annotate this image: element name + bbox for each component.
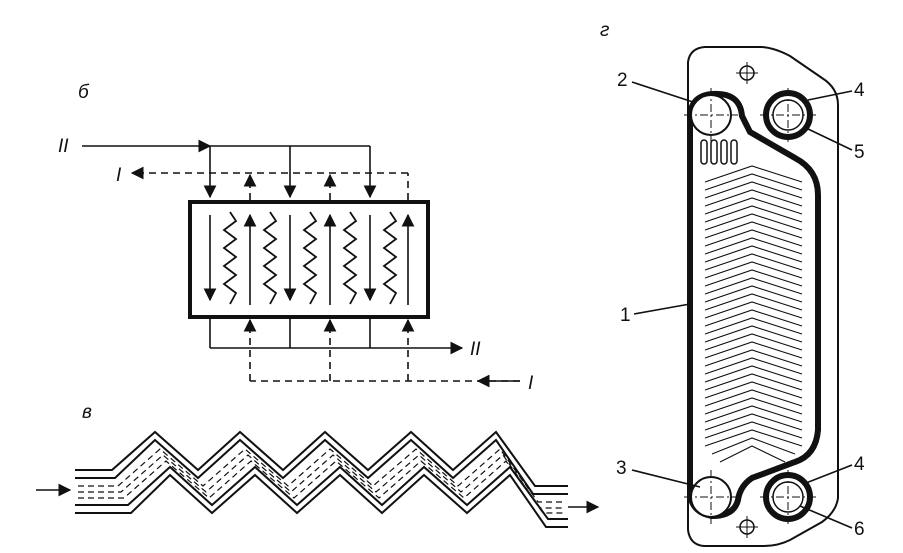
- callout-4-top: 4: [854, 80, 865, 101]
- chevron-line: [704, 221, 803, 239]
- chevron-line: [704, 357, 803, 375]
- chevron-line: [704, 381, 803, 399]
- chevron-line: [704, 245, 803, 263]
- port-top-left: [684, 88, 738, 142]
- chevron-line: [704, 253, 803, 271]
- chevron-line: [704, 229, 803, 247]
- chevron-line: [719, 445, 786, 463]
- distribution-slot: [700, 139, 708, 165]
- plate-outline: [687, 46, 839, 547]
- chevron-line: [704, 429, 803, 447]
- leader-line-6: [799, 505, 853, 529]
- chevron-line: [704, 349, 803, 367]
- leader-line-3: [631, 469, 701, 488]
- leader-line-2: [631, 81, 697, 104]
- chevron-line: [704, 325, 803, 343]
- panel-v-label: в: [82, 402, 92, 423]
- zigzag-plate: [302, 211, 318, 305]
- chevron-line: [704, 181, 803, 199]
- chevron-line: [704, 413, 803, 431]
- chevron-line: [704, 405, 803, 423]
- chevron-line: [704, 397, 803, 415]
- chevron-line: [704, 333, 803, 351]
- chevron-line: [704, 285, 803, 303]
- exchanger-box: [188, 200, 430, 319]
- distribution-slot: [730, 139, 738, 165]
- chevron-line: [704, 421, 803, 439]
- chevron-line: [704, 261, 803, 279]
- callout-2: 2: [617, 70, 628, 91]
- stream-i-outlet-label: I: [116, 165, 122, 186]
- chevron-line: [704, 269, 803, 287]
- chevron-line: [704, 189, 803, 207]
- chevron-line: [704, 389, 803, 407]
- chevron-line: [704, 373, 803, 391]
- stream-ii-outlet-label: II: [470, 339, 481, 360]
- stream-ii-inlet-label: II: [58, 136, 69, 157]
- flow-line: [78, 460, 565, 514]
- leader-line-5: [805, 127, 853, 151]
- chevron-line: [704, 301, 803, 319]
- chevron-line: [704, 341, 803, 359]
- channel-wall: [75, 473, 568, 528]
- chevron-line: [704, 197, 803, 215]
- chevron-line: [704, 317, 803, 335]
- channel-walls: [75, 430, 568, 528]
- chevron-corrugation: [704, 165, 803, 463]
- zigzag-plates: [222, 211, 398, 305]
- distribution-slot: [710, 139, 718, 165]
- channel-wall: [75, 430, 568, 487]
- panel-g-label: г: [600, 20, 609, 41]
- chevron-line: [711, 437, 796, 455]
- callout-3: 3: [616, 458, 627, 479]
- chevron-line: [704, 365, 803, 383]
- flow-line: [78, 454, 565, 509]
- chevron-line: [704, 309, 803, 327]
- channel-flows: [203, 213, 415, 305]
- callout-5: 5: [854, 142, 865, 163]
- port-bottom-right: [760, 470, 816, 524]
- flow-lines: [78, 448, 565, 514]
- panel-b-label: б: [78, 82, 90, 103]
- panel-b-flow-scheme: б II I: [58, 82, 534, 394]
- distribution-slots: [700, 139, 738, 165]
- flow-line: [78, 448, 565, 503]
- leader-line-1: [633, 303, 691, 315]
- chevron-line: [704, 173, 803, 191]
- callout-6: 6: [854, 519, 865, 540]
- chevron-line: [704, 205, 803, 223]
- port-bottom-left: [684, 470, 738, 524]
- plate-gasket: [687, 90, 821, 520]
- leader-line-4-top: [807, 90, 853, 101]
- chevron-line: [704, 165, 803, 183]
- panel-g-plate: г: [600, 20, 865, 547]
- channel-wall: [75, 438, 568, 495]
- chevron-line: [704, 293, 803, 311]
- port-top-right: [760, 88, 816, 142]
- chevron-line: [704, 277, 803, 295]
- zigzag-plate: [382, 211, 398, 305]
- zigzag-plate: [262, 211, 278, 305]
- zigzag-plate: [222, 211, 238, 305]
- zigzag-plate: [342, 211, 358, 305]
- channel-wall: [75, 465, 568, 520]
- chevron-line: [704, 237, 803, 255]
- chevron-line: [704, 213, 803, 231]
- stream-i-inlet-label: I: [528, 373, 534, 394]
- leader-line-4-bottom: [805, 464, 853, 484]
- callout-1: 1: [620, 305, 631, 326]
- hanger-hole-bottom: [736, 516, 758, 538]
- distribution-slot: [720, 139, 728, 165]
- callout-4-bottom: 4: [854, 454, 865, 475]
- panel-v-corrugated-channel: в: [36, 402, 600, 528]
- hanger-hole-top: [736, 62, 758, 84]
